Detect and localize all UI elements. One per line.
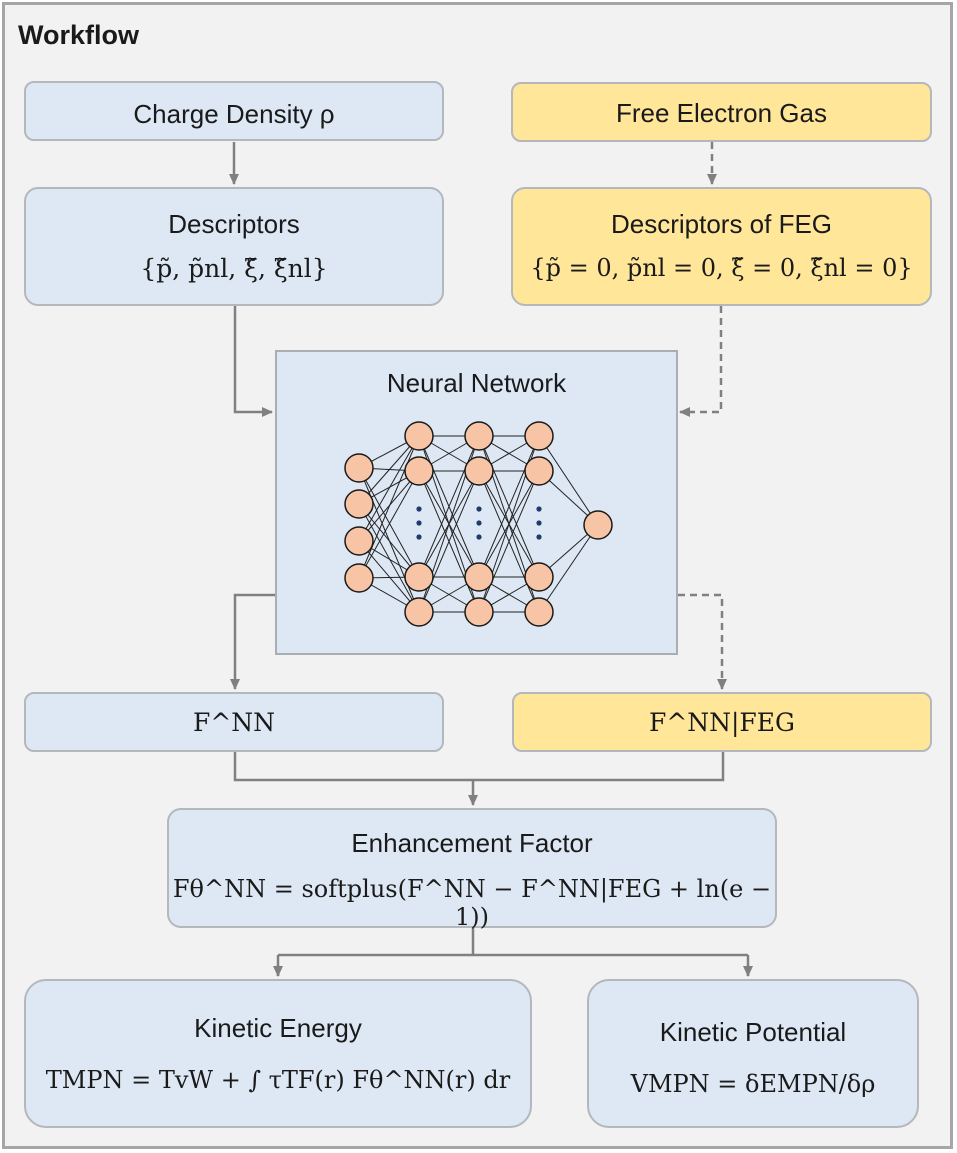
kinetic-potential-title: Kinetic Potential	[659, 1017, 847, 1047]
neuron-layer-3	[464, 562, 494, 592]
neuron-layer-1	[344, 453, 374, 483]
neuron-layer-2	[404, 597, 434, 627]
f-nn-box: F^NN	[24, 692, 444, 752]
network-edge	[358, 435, 420, 505]
f-nn-label: F^NN	[192, 708, 276, 737]
arrow-nn-to-fnn-feg	[678, 593, 727, 690]
f-nn-feg-box: F^NN|FEG	[512, 692, 932, 752]
descriptors-formula: {p̃, p̃nl, ξ̃, ξ̃nl}	[140, 254, 328, 283]
neuron-layer-5	[583, 510, 613, 540]
arrow-descriptors-feg-to-nn	[679, 306, 723, 417]
network-edge	[358, 540, 420, 613]
neuron-layer-1	[344, 563, 374, 593]
enhancement-factor-title: Enhancement Factor	[351, 828, 593, 858]
descriptors-feg-box: Descriptors of FEG {p̃ = 0, p̃nl = 0, ξ̃…	[511, 187, 932, 306]
arrow-enhancement-to-outputs	[276, 928, 750, 976]
page-title: Workflow	[18, 20, 139, 50]
neuron-layer-4	[524, 562, 554, 592]
ellipsis-dot	[476, 520, 482, 526]
network-edge	[538, 524, 599, 613]
neuron-layer-2	[404, 562, 434, 592]
network-edge	[538, 435, 599, 526]
network-edge	[358, 435, 420, 579]
f-nn-feg-label: F^NN|FEG	[648, 708, 796, 737]
kinetic-potential-box: Kinetic Potential VMPN = δEMPN/δρ	[587, 979, 919, 1128]
charge-density-box: Charge Density ρ	[24, 81, 444, 141]
ellipsis-dot	[536, 506, 542, 512]
descriptors-feg-title: Descriptors of FEG	[610, 209, 833, 239]
charge-density-label: Charge Density ρ	[133, 99, 335, 129]
kinetic-energy-title: Kinetic Energy	[194, 1013, 362, 1043]
kinetic-energy-box: Kinetic Energy TMPN = TvW + ∫ τTF(r) Fθ^…	[24, 979, 532, 1128]
neural-network-title: Neural Network	[386, 368, 567, 398]
neuron-layer-3	[464, 456, 494, 486]
ellipsis-dot	[416, 506, 422, 512]
neuron-layer-3	[464, 597, 494, 627]
descriptors-feg-formula: {p̃ = 0, p̃nl = 0, ξ̃ = 0, ξ̃nl = 0}	[530, 254, 913, 282]
network-edge	[478, 435, 540, 578]
kinetic-potential-formula: VMPN = δEMPN/δρ	[630, 1070, 876, 1098]
network-edge	[358, 467, 420, 578]
network-edge	[418, 470, 480, 613]
network-edge	[418, 435, 480, 578]
ellipsis-dot	[536, 520, 542, 526]
network-ellipsis	[416, 506, 542, 540]
kinetic-energy-formula: TMPN = TvW + ∫ τTF(r) Fθ^NN(r) dr	[45, 1066, 511, 1094]
neuron-layer-1	[344, 526, 374, 556]
descriptors-title: Descriptors	[168, 209, 300, 239]
arrow-nn-to-fnn	[230, 593, 275, 690]
ellipsis-dot	[416, 534, 422, 540]
enhancement-factor-formula: Fθ^NN = softplus(F^NN − F^NN|FEG + ln(e …	[172, 875, 772, 931]
neuron-layer-3	[464, 421, 494, 451]
neuron-layer-2	[404, 456, 434, 486]
enhancement-factor-box: Enhancement Factor Fθ^NN = softplus(F^NN…	[167, 808, 777, 931]
free-electron-gas-label: Free Electron Gas	[616, 98, 827, 128]
network-edge	[478, 470, 540, 613]
ellipsis-dot	[476, 506, 482, 512]
neuron-layer-2	[404, 421, 434, 451]
arrow-descriptors-to-nn	[233, 306, 273, 417]
descriptors-box: Descriptors {p̃, p̃nl, ξ̃, ξ̃nl}	[24, 187, 444, 306]
network-edge	[358, 503, 420, 613]
neuron-layer-4	[524, 456, 554, 486]
network-edge	[358, 470, 420, 579]
neuron-layer-4	[524, 597, 554, 627]
network-edge	[358, 503, 420, 578]
ellipsis-dot	[416, 520, 422, 526]
free-electron-gas-box: Free Electron Gas	[511, 82, 932, 142]
ellipsis-dot	[476, 534, 482, 540]
arrow-merge-to-enhancement	[233, 752, 725, 805]
ellipsis-dot	[536, 534, 542, 540]
network-neurons	[344, 421, 613, 627]
neuron-layer-1	[344, 489, 374, 519]
neuron-layer-4	[524, 421, 554, 451]
network-edge	[358, 435, 420, 542]
